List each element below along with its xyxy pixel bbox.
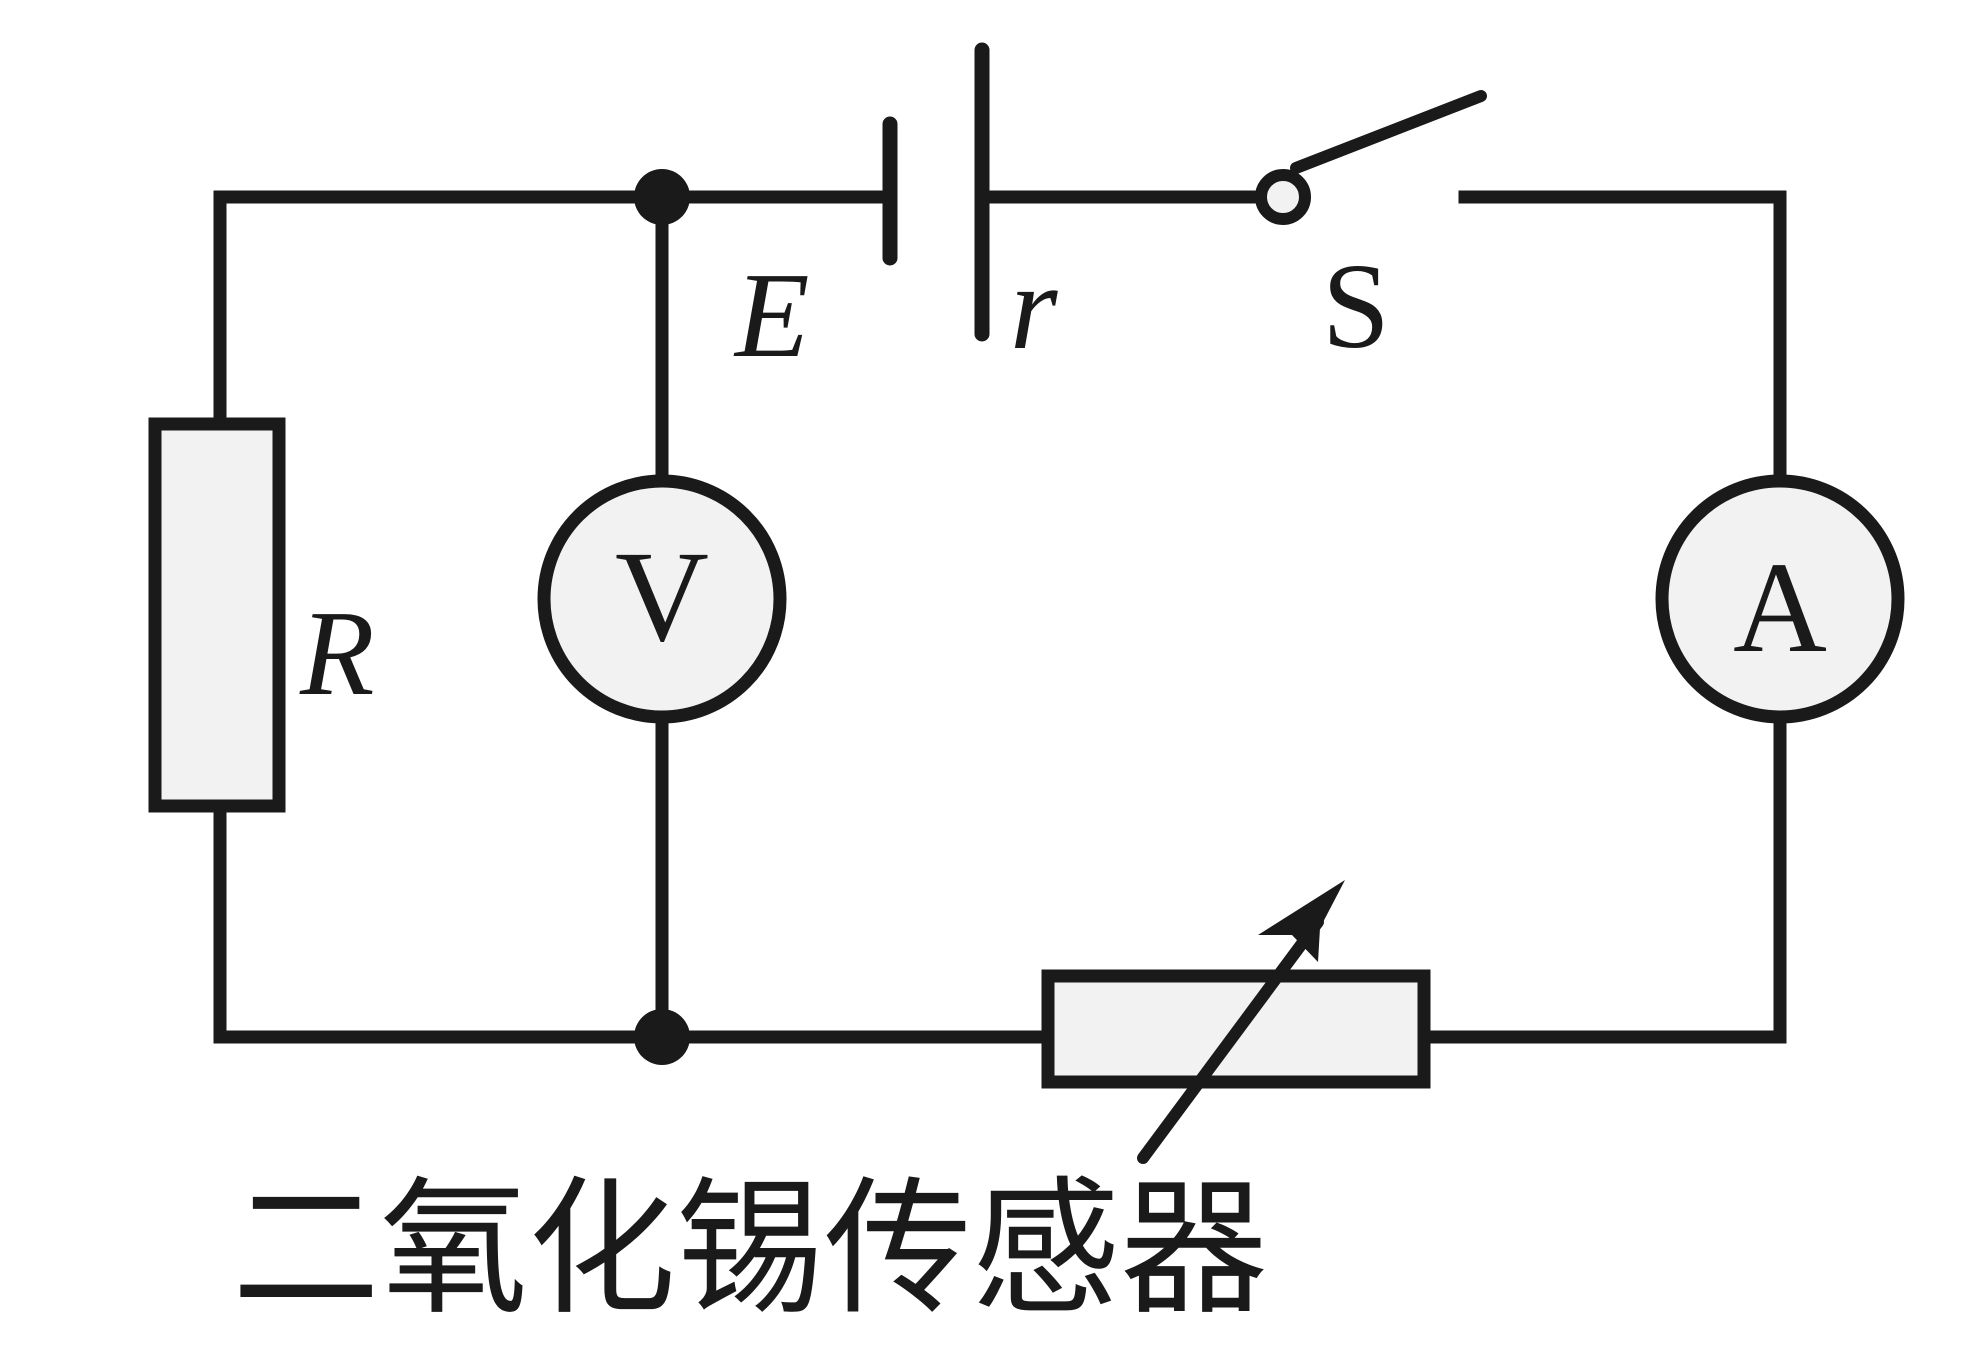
- wire-right-lower: [1417, 711, 1787, 1044]
- voltmeter: [537, 474, 787, 724]
- wires: [213, 190, 1787, 1044]
- switch-blade: [1290, 90, 1487, 174]
- resistor-label: R: [299, 586, 375, 721]
- voltmeter-label: V: [615, 525, 709, 669]
- battery: [882, 42, 990, 342]
- resistor-R: [148, 417, 286, 813]
- junction-bottom: [634, 1009, 690, 1065]
- sensor-variable-arrow: [1137, 880, 1345, 1164]
- wire-top-right: [1458, 190, 1787, 487]
- switch-label: S: [1322, 239, 1390, 374]
- sensor-caption: 二氧化锡传感器: [232, 1163, 1268, 1335]
- wire-bottom: [213, 803, 1055, 1044]
- ammeter: [1655, 474, 1905, 724]
- ammeter-label: A: [1733, 536, 1827, 680]
- arrow-head-icon: [1258, 880, 1345, 962]
- switch: [1255, 90, 1487, 225]
- internal-resistance-label: r: [1010, 240, 1058, 375]
- switch-pivot: [1255, 169, 1311, 225]
- junction-top: [634, 169, 690, 225]
- arrow-shaft-icon: [1137, 916, 1324, 1164]
- emf-label: E: [733, 248, 810, 383]
